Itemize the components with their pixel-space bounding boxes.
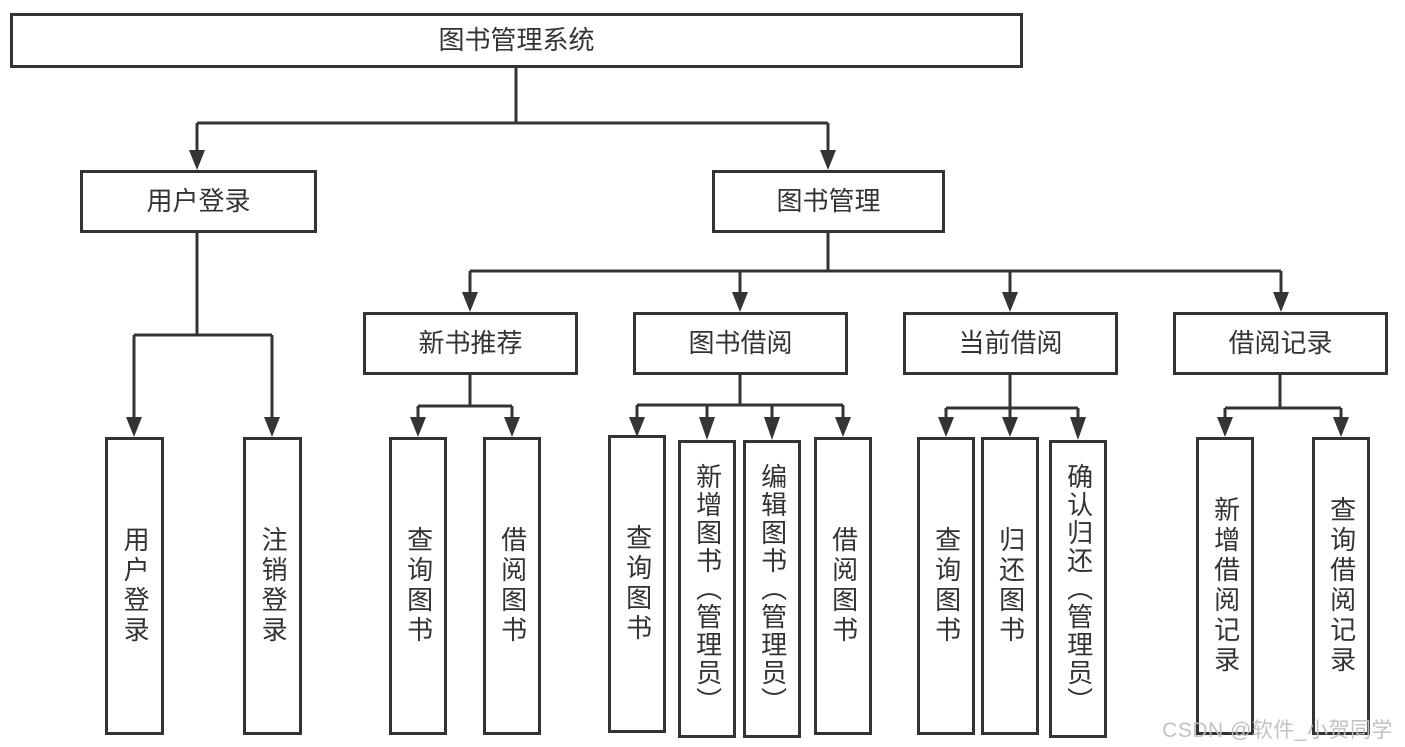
watermark-text: CSDN @软件_小贺同学 (1162, 719, 1393, 742)
leaf-records-add-record: 新增借阅记录 (1196, 437, 1254, 735)
node-label: 新书推荐 (418, 327, 523, 358)
node-borrowing-records: 借阅记录 (1173, 312, 1388, 375)
node-label: 当前借阅 (958, 327, 1063, 358)
node-book-borrowing: 图书借阅 (633, 312, 848, 375)
leaf-label: 借阅图书 (497, 526, 528, 646)
leaf-user-login: 用户登录 (105, 437, 164, 735)
leaf-label: 查询借阅记录 (1326, 496, 1357, 676)
leaf-label: 借阅图书 (828, 526, 859, 646)
leaf-label: 归还图书 (995, 526, 1026, 646)
leaf-newbook-query-books: 查询图书 (389, 437, 447, 735)
leaf-label: 新增图书（管理员） (692, 463, 723, 715)
leaf-label: 用户登录 (120, 526, 151, 646)
leaf-label: 查询图书 (931, 526, 962, 646)
node-label: 用户登录 (146, 185, 251, 216)
node-library-system: 图书管理系统 (10, 13, 1023, 68)
leaf-label: 查询图书 (403, 526, 434, 646)
leaf-label: 编辑图书（管理员） (757, 463, 788, 715)
node-label: 图书管理系统 (438, 24, 595, 55)
leaf-logout: 注销登录 (243, 437, 302, 735)
leaf-label: 新增借阅记录 (1210, 496, 1241, 676)
leaf-label: 查询图书 (622, 524, 653, 644)
leaf-borrow-edit-books-admin: 编辑图书（管理员） (743, 440, 801, 738)
leaf-label: 注销登录 (258, 526, 289, 646)
node-new-book-recommendation: 新书推荐 (363, 312, 578, 375)
leaf-current-confirm-return-admin: 确认归还（管理员） (1049, 440, 1107, 738)
node-label: 图书管理 (776, 185, 881, 216)
node-label: 图书借阅 (688, 327, 793, 358)
leaf-current-return-books: 归还图书 (981, 437, 1039, 735)
node-label: 借阅记录 (1228, 327, 1333, 358)
leaf-borrow-query-books: 查询图书 (608, 435, 666, 733)
leaf-newbook-borrow-books: 借阅图书 (483, 437, 541, 735)
leaf-records-query-record: 查询借阅记录 (1312, 437, 1370, 735)
leaf-borrow-add-books-admin: 新增图书（管理员） (678, 440, 736, 738)
leaf-label: 确认归还（管理员） (1063, 463, 1094, 715)
node-book-management: 图书管理 (712, 170, 945, 233)
leaf-current-query-books: 查询图书 (917, 437, 975, 735)
leaf-borrow-borrow-books: 借阅图书 (814, 437, 872, 735)
node-user-login: 用户登录 (80, 170, 317, 233)
node-current-borrowing: 当前借阅 (903, 312, 1118, 375)
